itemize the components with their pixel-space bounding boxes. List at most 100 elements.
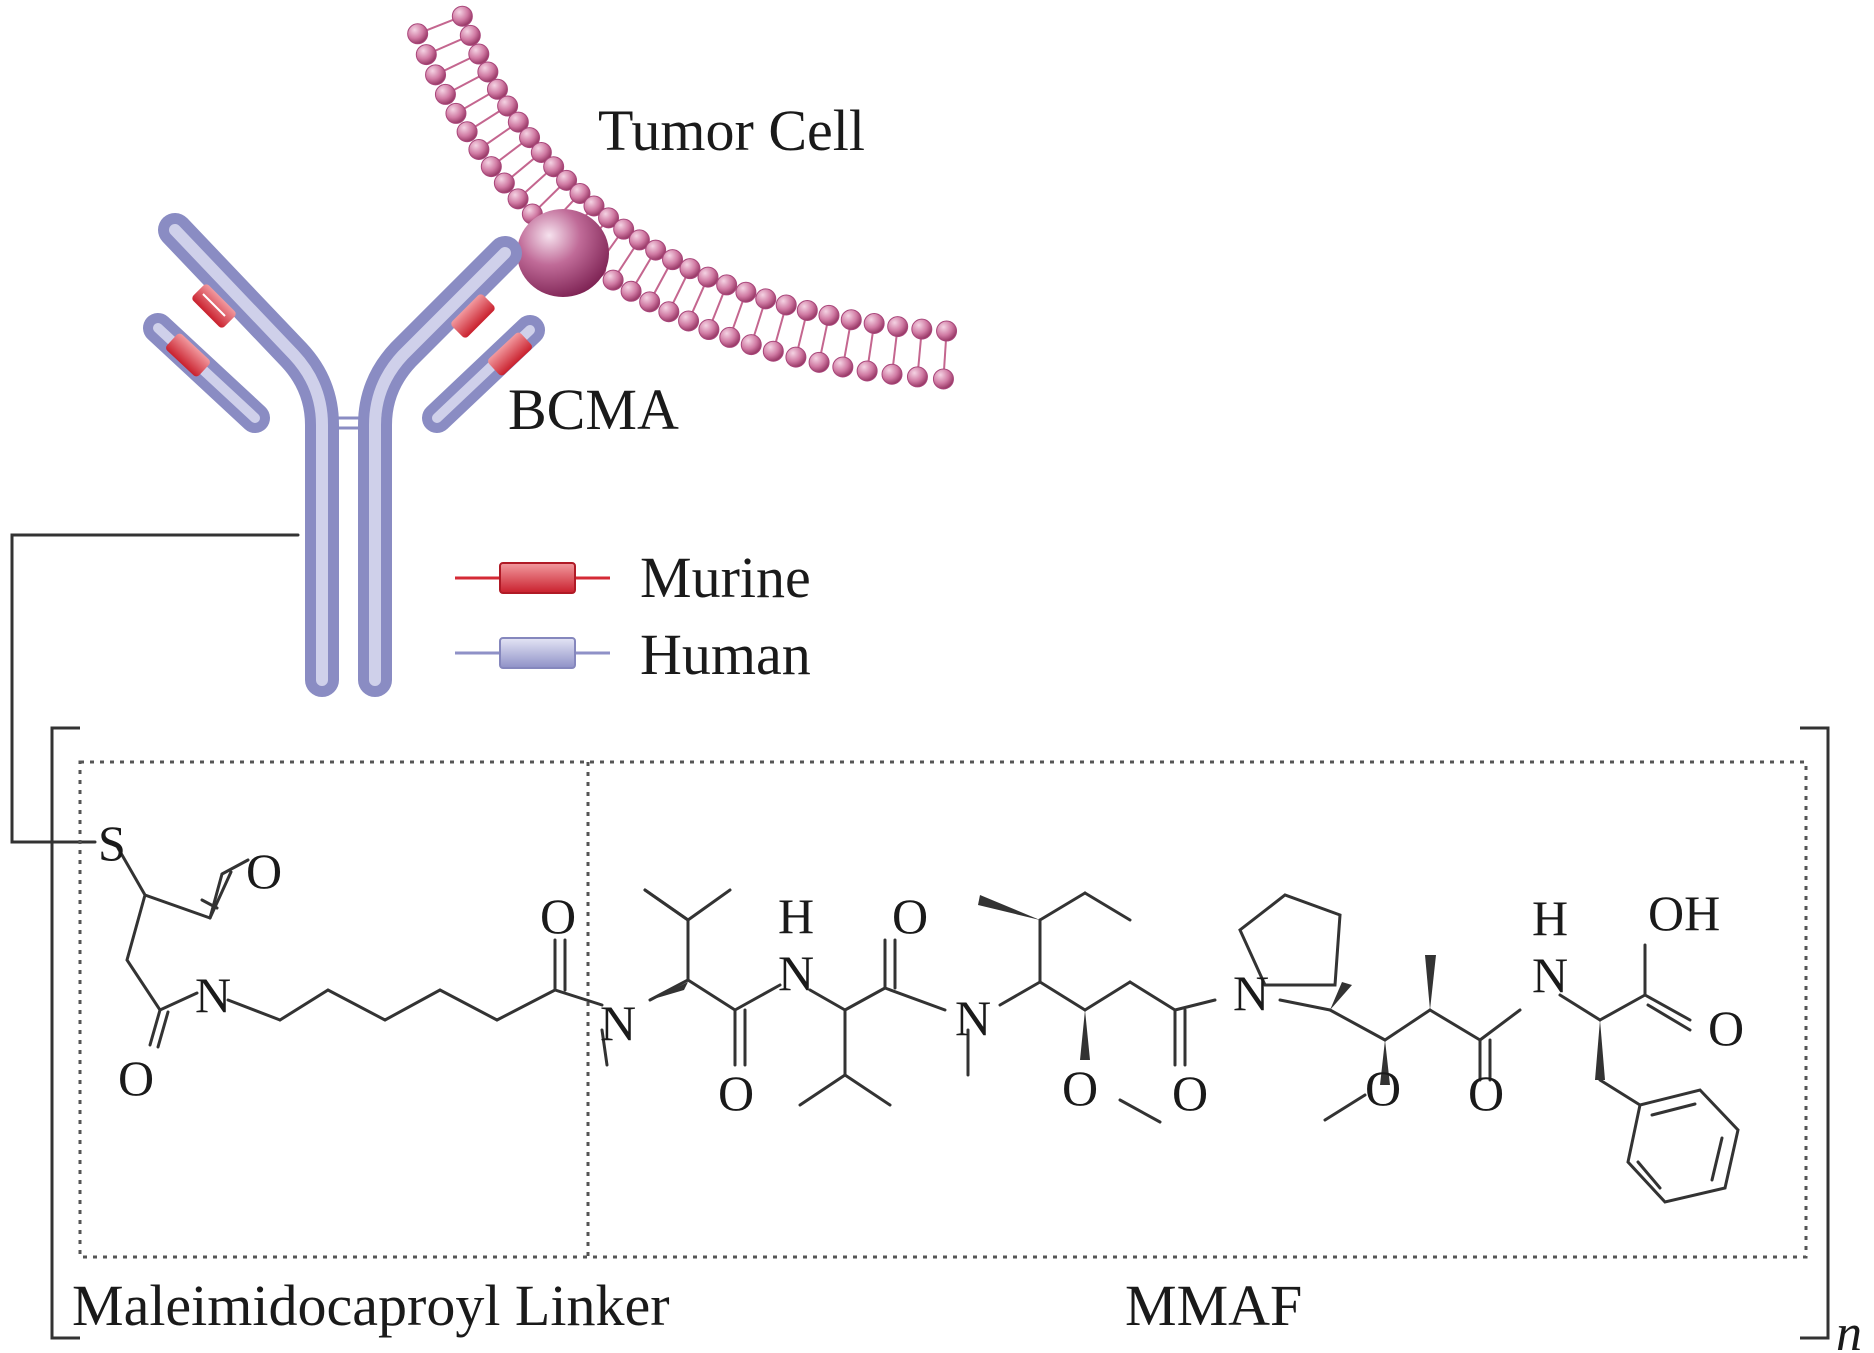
atom-o: O bbox=[1708, 1000, 1744, 1056]
lipid-head bbox=[762, 340, 784, 362]
atom-n: N bbox=[600, 995, 636, 1051]
atom-n: N bbox=[955, 990, 991, 1046]
chemical-structure bbox=[116, 846, 1740, 1204]
atom-o: O bbox=[118, 1050, 154, 1106]
atom-o: O bbox=[718, 1065, 754, 1121]
lipid-head bbox=[658, 301, 680, 323]
lipid-head bbox=[932, 368, 954, 390]
lipid-head bbox=[740, 334, 762, 356]
heavy-chain-right-highlight bbox=[369, 247, 511, 686]
atom-o: O bbox=[892, 888, 928, 944]
legend-murine-label: Murine bbox=[640, 545, 811, 610]
bcma-label: BCMA bbox=[508, 377, 679, 442]
atom-n: N bbox=[1233, 965, 1269, 1021]
right-bracket bbox=[1800, 726, 1830, 1340]
lipid-head bbox=[556, 169, 578, 191]
lipid-head bbox=[507, 111, 529, 133]
lipid-head bbox=[840, 309, 862, 331]
lipid-head bbox=[519, 127, 541, 149]
lipid-head bbox=[785, 346, 807, 368]
bcma-receptor bbox=[517, 209, 609, 297]
lipid-head bbox=[493, 172, 515, 194]
heavy-chain-left-highlight bbox=[169, 224, 328, 686]
tumor-cell-label: Tumor Cell bbox=[598, 98, 865, 163]
lipid-head bbox=[881, 363, 903, 385]
payload-dotted-frame bbox=[78, 760, 1808, 1259]
lipid-head bbox=[530, 141, 552, 163]
lipid-head bbox=[456, 121, 478, 143]
lipid-head bbox=[679, 258, 701, 280]
lipid-head bbox=[697, 266, 719, 288]
pyrrolidine-ring bbox=[1238, 893, 1342, 987]
legend: Murine Human bbox=[455, 545, 811, 687]
atom-o: O bbox=[1468, 1065, 1504, 1121]
lipid-head bbox=[445, 102, 467, 124]
lipid-head bbox=[434, 83, 456, 105]
lipid-head bbox=[451, 5, 473, 27]
lipid-head bbox=[887, 316, 909, 338]
lipid-head bbox=[569, 182, 591, 204]
atom-n: N bbox=[778, 945, 814, 1001]
lipid-head bbox=[407, 23, 429, 45]
lipid-head bbox=[486, 78, 508, 100]
lipid-head bbox=[507, 188, 529, 210]
lipid-head bbox=[911, 318, 933, 340]
lipid-head bbox=[415, 44, 437, 66]
lipid-head bbox=[459, 24, 481, 46]
lipid-head bbox=[775, 294, 797, 316]
lipid-head bbox=[602, 269, 624, 291]
lipid-head bbox=[678, 310, 700, 332]
atom-h: H bbox=[778, 888, 814, 944]
lipid-head bbox=[477, 61, 499, 83]
lipid-head bbox=[425, 64, 447, 86]
lipid-head bbox=[863, 312, 885, 334]
lipid-head bbox=[480, 156, 502, 178]
lipid-head bbox=[936, 320, 958, 342]
human-swatch bbox=[499, 637, 576, 669]
atom-o: O bbox=[246, 843, 282, 899]
lipid-head bbox=[818, 304, 840, 326]
lipid-head bbox=[620, 280, 642, 302]
atom-o: O bbox=[1365, 1060, 1401, 1116]
lipid-head bbox=[832, 356, 854, 378]
lipid-head bbox=[716, 274, 738, 296]
lipid-head bbox=[755, 288, 777, 310]
lipid-head bbox=[906, 366, 928, 388]
legend-murine: Murine bbox=[455, 545, 811, 610]
lipid-head bbox=[796, 299, 818, 321]
lipid-head bbox=[856, 360, 878, 382]
atom-labels: S O N O O N O H N O N O O N O O H N OH O bbox=[98, 815, 1744, 1121]
atom-o: O bbox=[540, 888, 576, 944]
conjugation-line bbox=[10, 533, 300, 844]
atom-o: O bbox=[1172, 1065, 1208, 1121]
lipid-head bbox=[808, 351, 830, 373]
lipid-head bbox=[468, 138, 490, 160]
lipid-head bbox=[662, 249, 684, 271]
lipid-head bbox=[639, 291, 661, 313]
murine-region-right-heavy bbox=[451, 294, 495, 338]
atom-s: S bbox=[98, 815, 126, 871]
lipid-head bbox=[583, 195, 605, 217]
left-bracket bbox=[50, 726, 80, 1340]
atom-n: N bbox=[195, 967, 231, 1023]
lipid-head bbox=[628, 229, 650, 251]
antibody bbox=[143, 213, 545, 697]
atom-oh: OH bbox=[1648, 885, 1720, 941]
murine-region-right-light bbox=[488, 332, 532, 376]
linker-label: Maleimidocaproyl Linker bbox=[72, 1273, 670, 1338]
lipid-head bbox=[613, 218, 635, 240]
lipid-head bbox=[735, 281, 757, 303]
mmaf-label: MMAF bbox=[1125, 1273, 1302, 1338]
atom-n: N bbox=[1532, 947, 1568, 1003]
lipid-head bbox=[598, 207, 620, 229]
tumor-cell-membrane bbox=[407, 5, 958, 390]
murine-swatch bbox=[499, 562, 576, 594]
lipid-head bbox=[497, 95, 519, 117]
repeat-n-label: n bbox=[1836, 1305, 1862, 1353]
atom-h: H bbox=[1532, 890, 1568, 946]
benzene-ring bbox=[1626, 1088, 1740, 1204]
lipid-head bbox=[468, 43, 490, 65]
murine-region-left-light bbox=[166, 333, 210, 377]
caproyl-chain bbox=[278, 988, 604, 1022]
